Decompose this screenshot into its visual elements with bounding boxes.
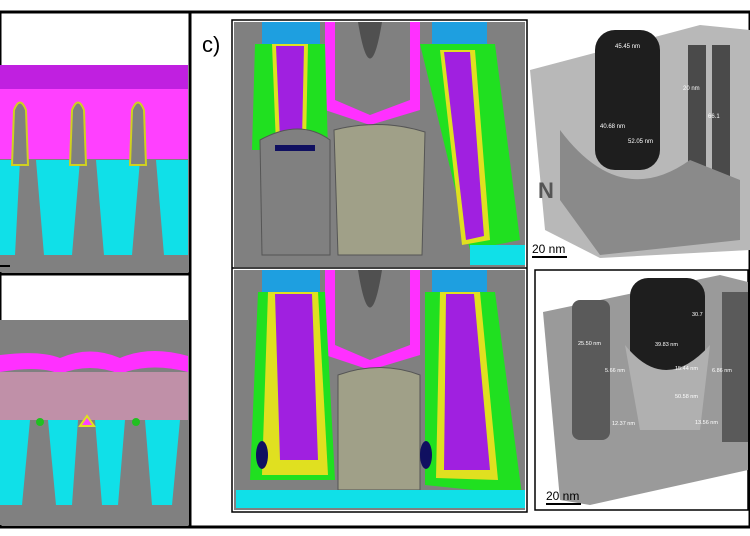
scale-bar-label: 20 nm (532, 242, 565, 256)
measurement: 45.45 nm (615, 44, 640, 50)
measurement: 15.44 nm (675, 366, 698, 372)
outer-frame (0, 10, 750, 529)
measurement: 39.83 nm (655, 342, 678, 348)
simulation-top (234, 22, 525, 267)
measurement: 20 nm (683, 86, 700, 92)
simulation-panel-frame (231, 19, 528, 513)
measurement: 6.86 nm (712, 368, 732, 374)
measurement: 66.1 (708, 114, 720, 120)
measurement: 12.37 nm (612, 421, 635, 427)
measurement: 52.05 nm (628, 139, 653, 145)
simulation-bottom (234, 270, 525, 510)
measurement: 30.7 (692, 312, 703, 318)
measurement: 25.50 nm (578, 341, 601, 347)
panel-label: c) (202, 32, 220, 57)
scale-bar (532, 256, 567, 258)
left-top-simulation (0, 65, 188, 272)
tem-image-bottom: 39.83 nm 15.44 nm 50.58 nm 12.37 nm 13.5… (543, 275, 748, 505)
scale-bar (546, 503, 581, 505)
tem-image-top: 45.45 nm 40.68 nm 52.05 nm 66.1 20 nm N … (530, 25, 750, 258)
device-type-label: N (538, 178, 554, 203)
measurement: 50.58 nm (675, 394, 698, 400)
measurement: 13.56 nm (695, 420, 718, 426)
scale-bar-label: 20 nm (546, 489, 579, 503)
measurement: 40.68 nm (600, 124, 625, 130)
left-bottom-simulation (0, 320, 188, 525)
measurement: 5.66 nm (605, 368, 625, 374)
